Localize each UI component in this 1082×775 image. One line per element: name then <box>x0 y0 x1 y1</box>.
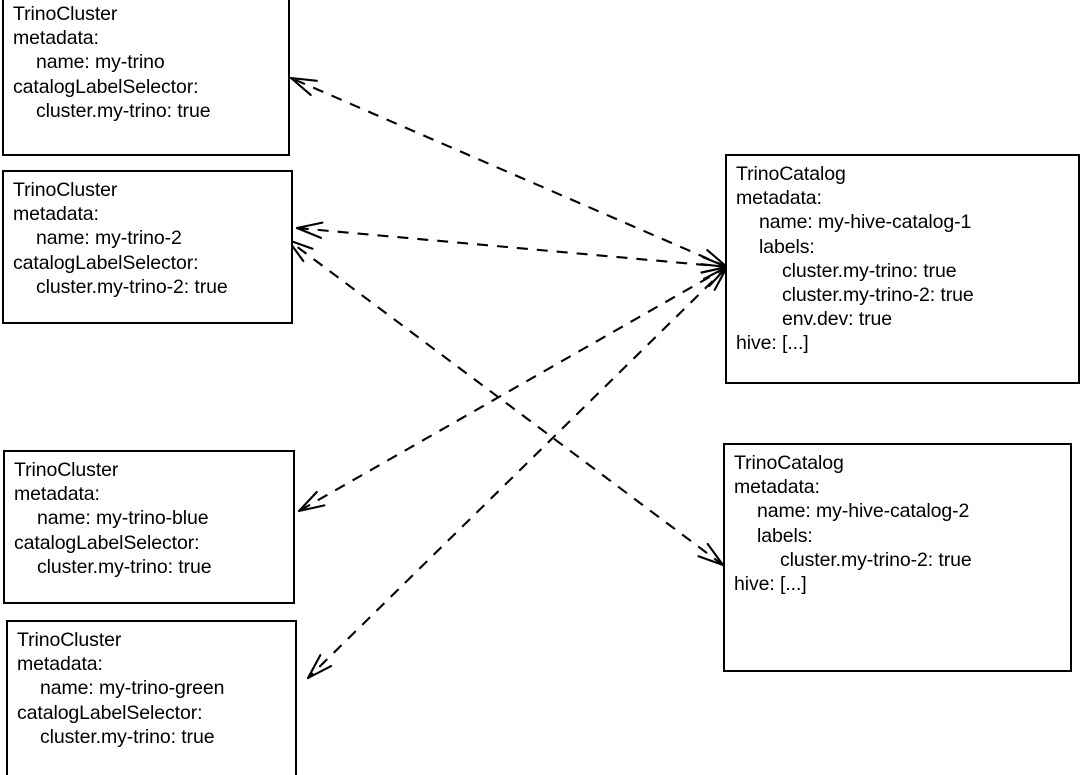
node-text-line: metadata: <box>14 483 100 506</box>
edge-catalog1-to-my-trino-2-arrowhead-source <box>700 256 729 274</box>
node-text-line: metadata: <box>734 476 820 499</box>
edge-catalog1-to-my-trino-green-arrowhead-source <box>702 265 729 291</box>
edge-catalog1-to-my-trino-arrowhead-target <box>289 76 318 96</box>
node-text-line: catalogLabelSelector: <box>17 701 203 724</box>
node-text-line: cluster.my-trino-2: true <box>780 548 972 571</box>
node-text-line: name: my-trino-blue <box>37 507 209 530</box>
edge-catalog2-to-my-trino-2-arrowhead-source <box>697 542 725 567</box>
node-text-line: hive: [...] <box>734 573 807 596</box>
edge-catalog1-to-my-trino-blue <box>297 265 729 513</box>
node-text-line: cluster.my-trino-2: true <box>782 284 974 307</box>
node-text-line: metadata: <box>13 203 99 226</box>
node-text-line: TrinoCluster <box>14 459 119 481</box>
edge-catalog1-to-my-trino <box>289 76 729 269</box>
node-text-line: cluster.my-trino: true <box>36 99 211 122</box>
node-text-line: catalogLabelSelector: <box>13 75 199 98</box>
node-text-line: TrinoCatalog <box>736 163 846 185</box>
node-text-line: cluster.my-trino: true <box>40 725 215 748</box>
node-text-line: TrinoCluster <box>17 629 122 651</box>
node-text-line: metadata: <box>13 27 99 50</box>
node-text-line: labels: <box>759 235 815 258</box>
node-text-line: TrinoCatalog <box>734 452 844 474</box>
edge-catalog2-to-my-trino-2 <box>286 238 725 567</box>
node-text-line: metadata: <box>17 653 103 676</box>
edge-catalog1-to-my-trino-blue-arrowhead-target <box>297 490 326 513</box>
node-text-line: catalogLabelSelector: <box>13 251 199 274</box>
edge-catalog1-to-my-trino-blue-arrowhead-source <box>700 265 729 288</box>
node-text-line: cluster.my-trino-2: true <box>36 275 228 298</box>
node-text-line: cluster.my-trino: true <box>37 555 212 578</box>
node-text-line: name: my-hive-catalog-1 <box>759 211 972 234</box>
node-text-line: TrinoCluster <box>13 179 118 201</box>
edge-catalog1-to-my-trino-arrowhead-source <box>700 249 729 269</box>
edge-catalog1-to-my-trino-green <box>306 265 729 680</box>
node-text-line: cluster.my-trino: true <box>782 259 957 282</box>
node-text-line: catalogLabelSelector: <box>14 531 200 554</box>
edge-catalog1-to-my-trino-green-arrowhead-target <box>306 654 333 680</box>
edge-catalog1-to-my-trino-2 <box>295 221 729 274</box>
node-text-line: metadata: <box>736 187 822 210</box>
node-text-line: env.dev: true <box>782 308 892 331</box>
node-text-line: hive: [...] <box>736 332 809 355</box>
node-text-line: name: my-trino-green <box>40 677 225 700</box>
node-text-line: TrinoCluster <box>13 3 118 25</box>
node-text-line: name: my-hive-catalog-2 <box>757 500 970 523</box>
edge-catalog1-to-my-trino-2-arrowhead-target <box>295 221 324 239</box>
node-text-line: name: my-trino <box>36 51 165 74</box>
node-text-line: labels: <box>757 524 813 547</box>
node-text-line: name: my-trino-2 <box>36 227 182 250</box>
